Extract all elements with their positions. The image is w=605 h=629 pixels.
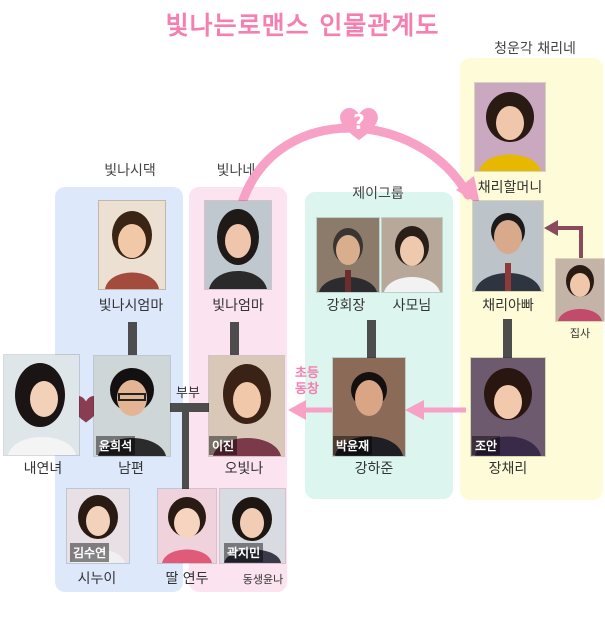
portrait-photo — [332, 357, 406, 457]
role-label: 딸 연두 — [165, 571, 209, 587]
portrait-photo — [219, 488, 286, 564]
role-label: 집사 — [569, 327, 591, 340]
group-label-jei: 제이그룹 — [352, 186, 404, 202]
portrait-photo — [474, 82, 546, 172]
group-label-binasidaek: 빛나시댁 — [104, 163, 156, 179]
portrait-photo — [470, 357, 546, 457]
role-label: 동생윤나 — [242, 573, 284, 586]
role-label: 빛나시엄마 — [98, 298, 164, 314]
group-label-cheongungak: 청운각 채리네 — [494, 41, 576, 57]
portrait-photo — [204, 200, 272, 290]
portrait-photo — [98, 200, 166, 290]
actor-label: 박윤재 — [333, 436, 373, 455]
role-label: 강회장 — [326, 298, 366, 314]
actor-label: 이진 — [209, 436, 238, 455]
portrait-photo — [555, 258, 605, 322]
role-label: 시누이 — [77, 571, 117, 587]
actor-label: 곽지민 — [224, 543, 264, 562]
portrait-photo — [93, 355, 171, 457]
group-label-binane: 빛나네 — [216, 163, 256, 179]
portrait-photo — [381, 217, 443, 293]
actor-label: 윤희석 — [96, 436, 136, 455]
role-label: 장채리 — [488, 461, 528, 477]
couple-label: 부부 — [176, 386, 200, 401]
role-label: 오빛나 — [224, 461, 264, 477]
portrait-photo — [157, 488, 217, 564]
role-label: 남편 — [118, 461, 144, 477]
portrait-photo — [472, 200, 544, 292]
question-mark: ? — [353, 110, 365, 134]
portrait-photo — [208, 355, 285, 457]
role-label: 사모님 — [392, 298, 432, 314]
actor-label: 조안 — [472, 436, 501, 455]
portrait-photo — [316, 217, 380, 293]
role-label: 채리할머니 — [477, 180, 543, 196]
role-label: 내연녀 — [23, 461, 63, 477]
role-label: 강하준 — [354, 461, 394, 477]
portrait-photo — [3, 354, 80, 456]
classmates-label: 초등 동창 — [295, 366, 319, 397]
heart-icon — [340, 108, 378, 141]
role-label: 빛나엄마 — [212, 298, 264, 314]
actor-label: 김수연 — [70, 543, 110, 562]
diagram-title: 빛나는로맨스 인물관계도 — [165, 11, 440, 40]
role-label: 채리아빠 — [482, 298, 534, 314]
portrait-photo — [66, 488, 130, 564]
